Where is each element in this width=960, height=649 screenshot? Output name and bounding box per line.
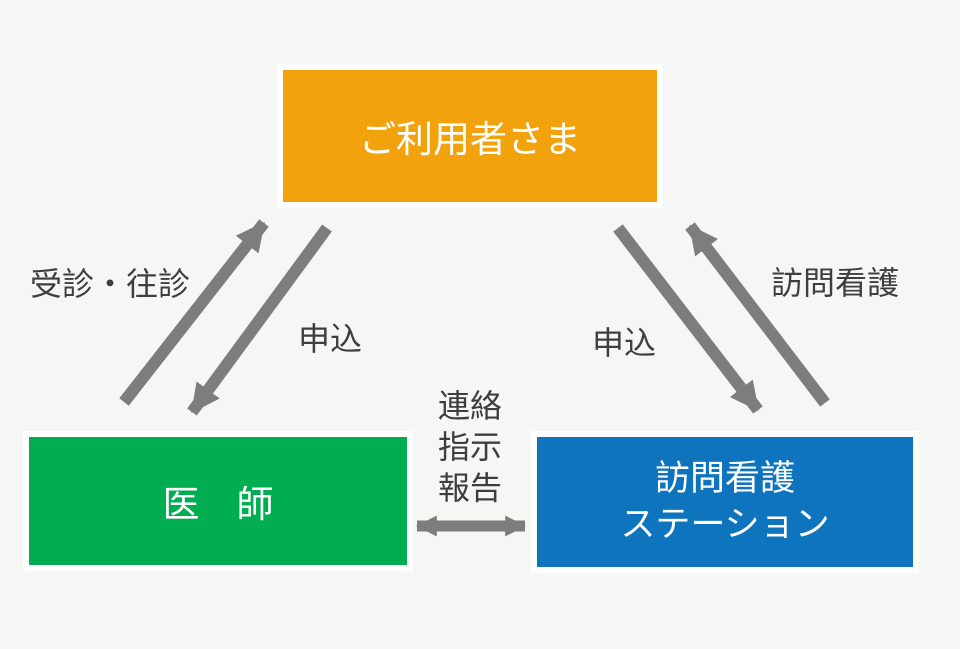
node-station: 訪問看護 ステーション (531, 431, 919, 573)
node-doctor: 医 師 (23, 431, 413, 571)
edge-label-moshikomi-left: 申込 (298, 321, 363, 357)
edge-label-shiji: 指示 (437, 429, 502, 465)
node-user: ご利用者さま (277, 64, 663, 208)
node-doctor-label: 医 師 (162, 484, 274, 525)
node-station-label-line1: 訪問看護 (654, 459, 795, 498)
edge-label-hokoku: 報告 (437, 470, 502, 506)
arrow-doctor-to-user (119, 219, 269, 406)
arrow-user-to-station (613, 224, 763, 414)
edge-label-renraku: 連絡 (437, 388, 502, 424)
node-user-label: ご利用者さま (359, 119, 581, 160)
edge-label-moshikomi-right: 申込 (592, 325, 657, 361)
arrow-user-to-doctor (187, 224, 332, 416)
arrow-station-to-user (685, 222, 830, 407)
edge-label-jushin-oshin: 受診・往診 (30, 266, 191, 302)
edge-label-homon-kango: 訪問看護 (771, 265, 900, 301)
edge-label-renraku-shiji-hokoku: 連絡 指示 報告 (397, 386, 543, 509)
node-station-label-line2: ステーション (620, 505, 830, 544)
